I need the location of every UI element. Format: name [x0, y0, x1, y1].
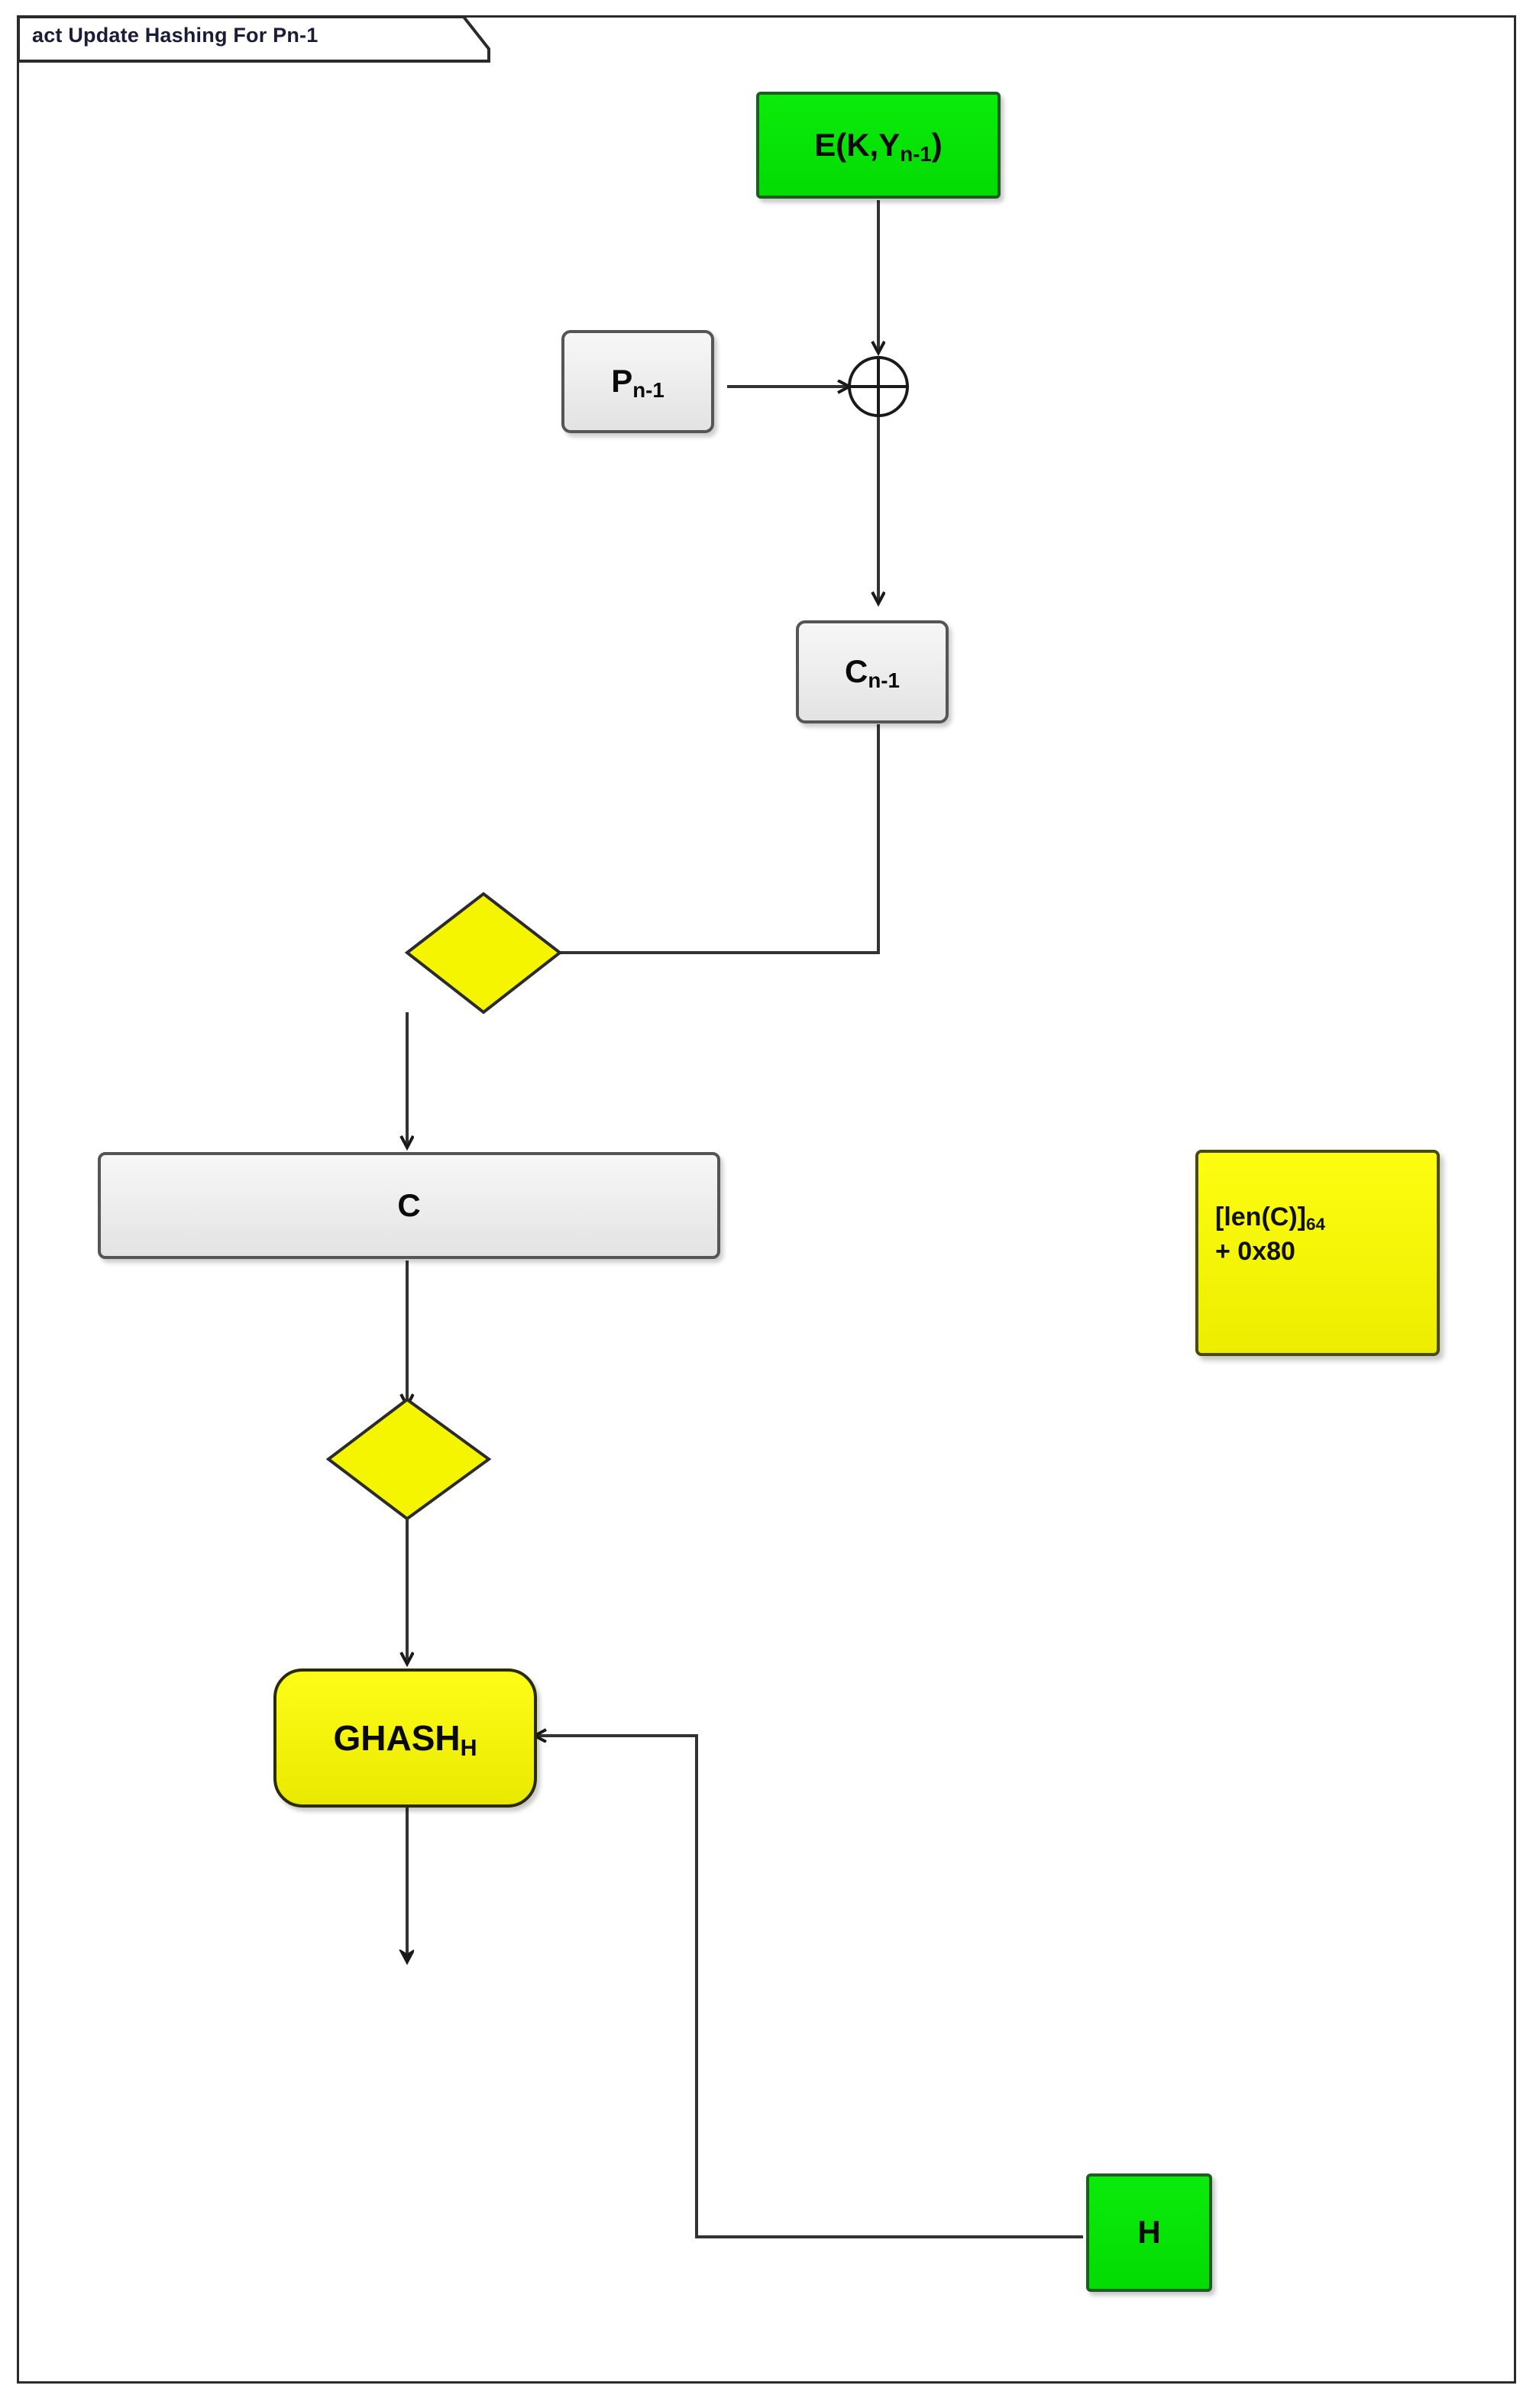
plaintext-label: Pn-1 — [611, 363, 665, 403]
object-node-ciphertext-all[interactable]: C — [98, 1152, 720, 1259]
frame-title-label: act Update Hashing For Pn-1 — [32, 24, 319, 47]
note-len-line1-sub: 64 — [1305, 1214, 1325, 1234]
encrypt-label: E(K,Yn-1) — [814, 126, 943, 166]
object-node-plaintext[interactable]: Pn-1 — [561, 330, 714, 433]
note-len-line2: + 0x80 — [1215, 1236, 1295, 1266]
note-node-len[interactable]: [len(C)]64 + 0x80 — [1195, 1150, 1440, 1356]
object-node-hash-key[interactable]: H — [1086, 2173, 1212, 2292]
object-node-encrypt[interactable]: E(K,Yn-1) — [756, 92, 1001, 199]
action-node-ghash[interactable]: GHASHH — [273, 1668, 537, 1808]
ciphertext-block-label: Cn-1 — [845, 653, 900, 693]
note-len-text: [len(C)]64 + 0x80 — [1215, 1200, 1325, 1269]
frame-title-tab: act Update Hashing For Pn-1 — [17, 15, 513, 63]
ghash-label: GHASHH — [333, 1717, 477, 1762]
object-node-ciphertext-block[interactable]: Cn-1 — [796, 620, 949, 723]
ciphertext-all-label: C — [397, 1186, 421, 1223]
note-len-line1: [len(C)] — [1215, 1202, 1306, 1232]
hash-key-label: H — [1137, 2214, 1161, 2251]
